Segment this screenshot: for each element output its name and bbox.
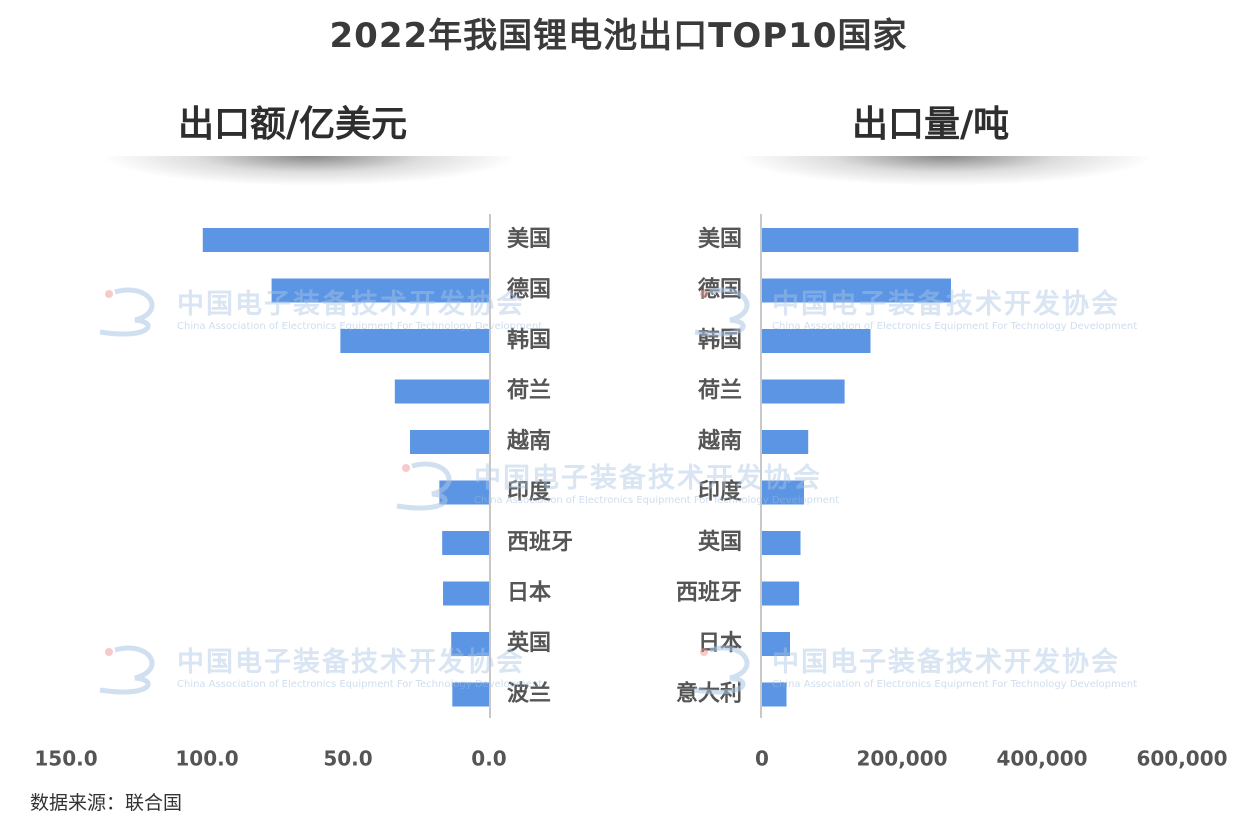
left-tick-label: 150.0 [34,747,97,771]
left-category-label: 德国 [507,277,551,303]
left-bar-6 [442,531,489,555]
left-tick-label: 50.0 [323,747,372,771]
left-bar-1 [271,278,489,303]
left-bar-2 [340,329,489,353]
right-panel-title: 出口量/吨 [852,104,1010,145]
right-bar-9 [762,682,787,707]
right-bar-1 [762,278,951,303]
right-title-shadow [735,156,1155,186]
left-category-label: 英国 [507,631,551,656]
chart-title: 2022年我国锂电池出口TOP10国家 [329,16,908,56]
right-bar-0 [762,228,1079,252]
right-category-label: 美国 [698,226,742,252]
data-source-note: 数据来源：联合国 [30,792,183,814]
right-category-label: 韩国 [698,327,742,353]
right-category-label: 越南 [697,429,742,454]
right-category-label: 德国 [698,277,742,303]
right-tick-label: 600,000 [1136,747,1227,771]
right-bar-6 [762,531,801,555]
right-bar-3 [762,379,845,404]
left-title-shadow [100,156,520,186]
left-category-label: 波兰 [507,681,551,707]
right-category-label: 荷兰 [698,378,742,404]
left-bar-4 [410,430,489,454]
right-category-label: 西班牙 [676,581,742,606]
right-tick-label: 400,000 [996,747,1087,771]
right-category-label: 意大利 [676,681,742,707]
left-tick-label: 0.0 [471,747,506,771]
left-bar-8 [451,632,489,656]
right-tick-label: 0 [755,747,769,771]
right-category-label: 日本 [698,631,742,656]
left-category-label: 荷兰 [507,378,551,404]
left-panel-title: 出口额/亿美元 [178,104,408,145]
right-bar-7 [762,581,800,606]
left-bar-3 [394,379,489,404]
left-tick-label: 100.0 [175,747,238,771]
left-bar-9 [452,682,489,707]
right-category-label: 印度 [698,479,743,505]
left-bar-0 [202,228,489,252]
left-category-label: 西班牙 [507,530,573,555]
right-bar-4 [762,430,809,454]
left-category-label: 美国 [507,226,551,252]
right-category-label: 英国 [698,530,742,555]
right-bar-5 [762,480,804,505]
right-bar-2 [762,329,871,353]
left-category-label: 越南 [506,429,551,454]
left-bar-5 [439,480,489,505]
left-category-label: 日本 [507,581,551,606]
left-category-label: 韩国 [507,327,551,353]
left-category-label: 印度 [507,479,552,505]
left-bar-7 [443,581,489,606]
right-bar-8 [762,632,790,656]
right-tick-label: 200,000 [856,747,947,771]
